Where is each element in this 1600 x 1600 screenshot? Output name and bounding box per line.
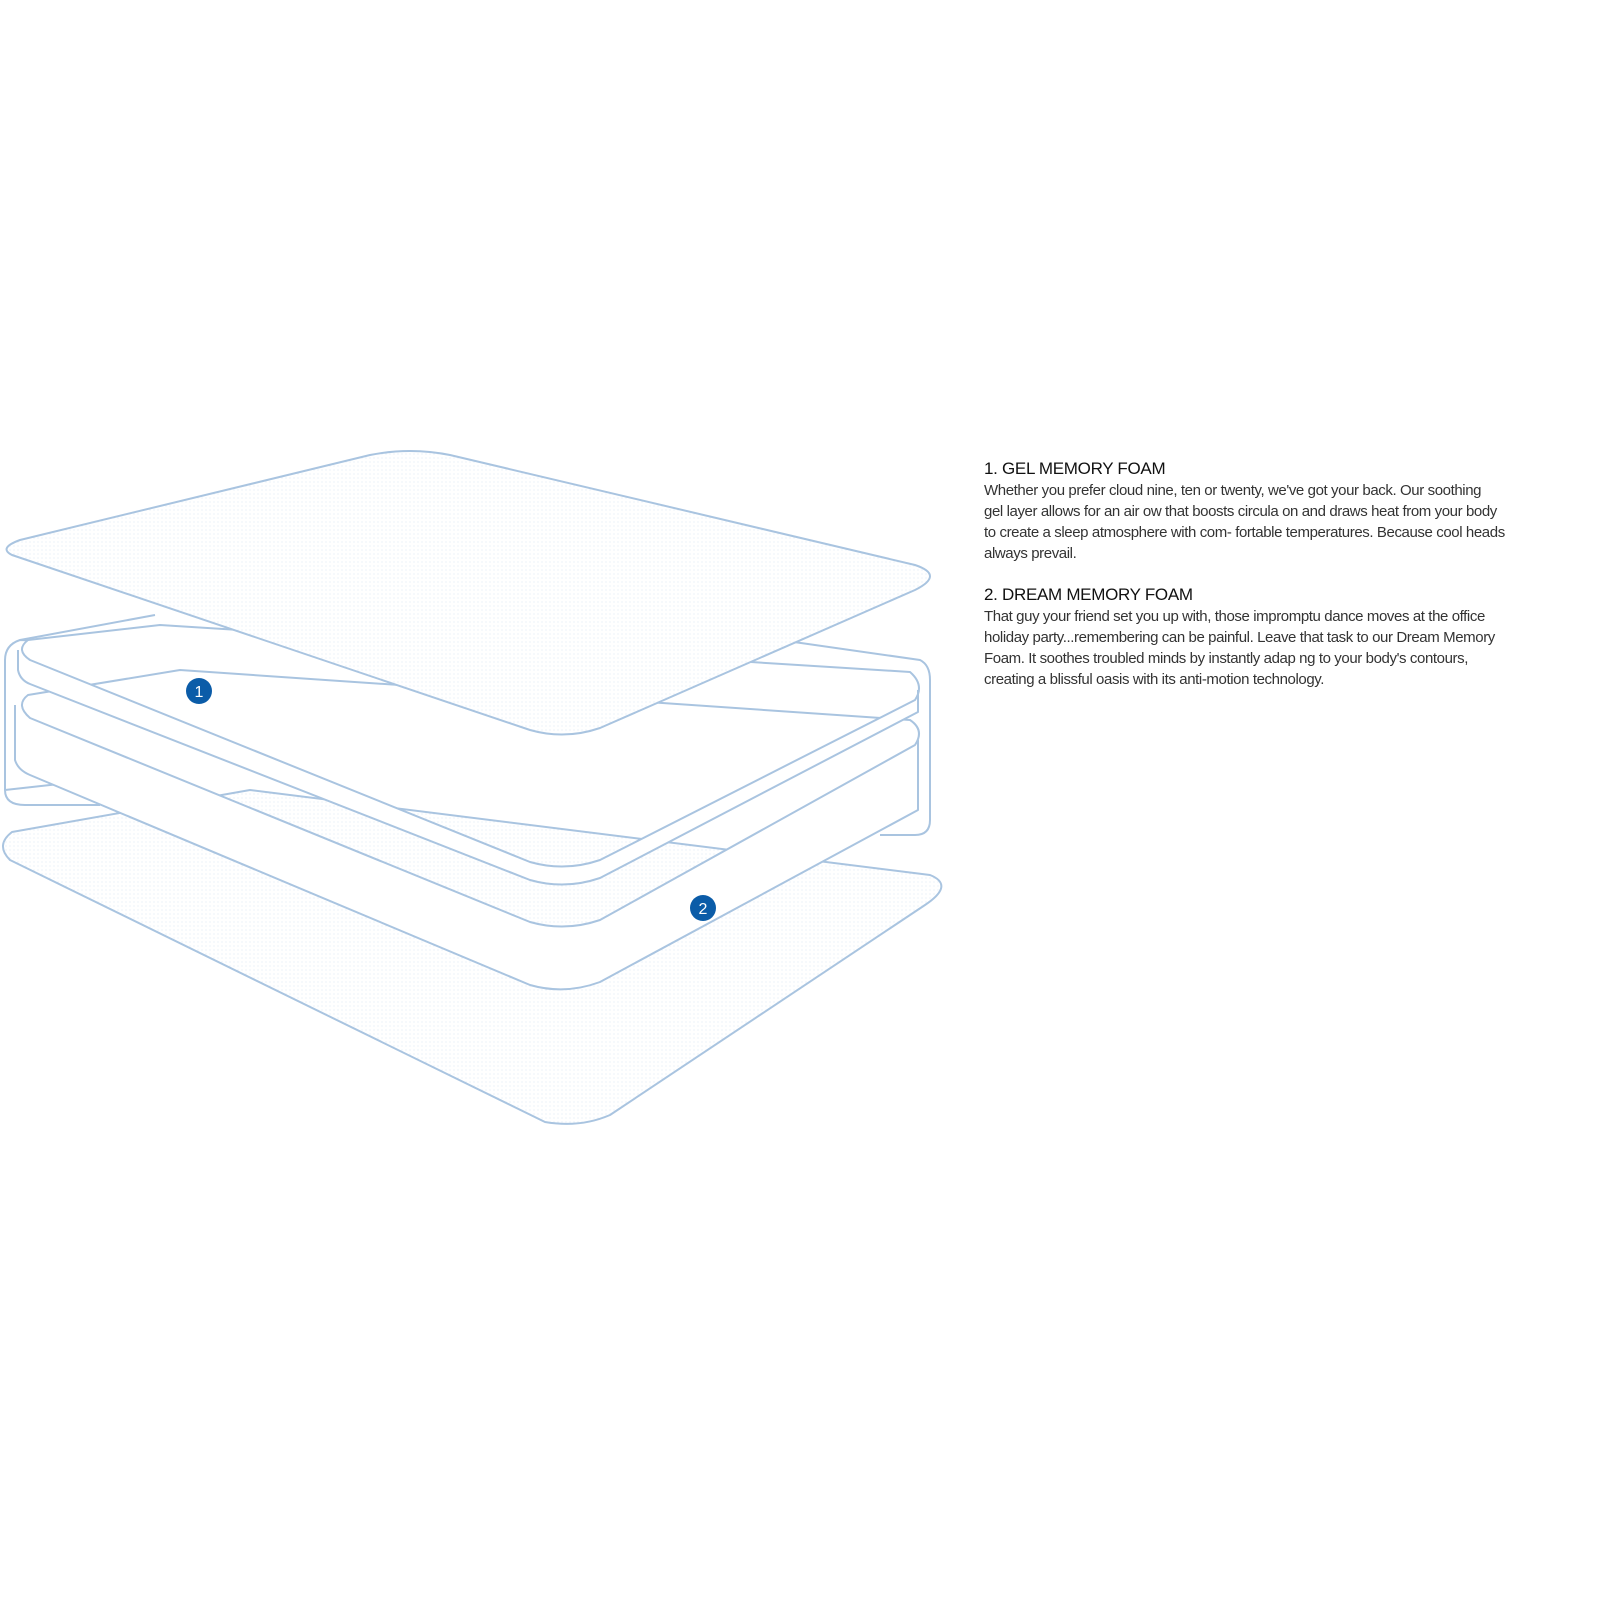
layer-title: 1. GEL MEMORY FOAM — [984, 459, 1166, 478]
body-line: always prevail. — [984, 545, 1077, 562]
layer-body: Whether you prefer cloud nine, ten or tw… — [984, 480, 1600, 564]
body-line: Whether you prefer cloud nine, ten or tw… — [984, 482, 1482, 499]
body-line: creating a blissful oasis with its anti-… — [984, 671, 1325, 688]
layer-description-dream-memory-foam: 2. DREAM MEMORY FOAM That guy your frien… — [984, 584, 1600, 690]
body-line: holiday party...remembering can be painf… — [984, 629, 1495, 646]
body-line: Foam. It soothes troubled minds by insta… — [984, 650, 1469, 667]
layer-description-gel-memory-foam: 1. GEL MEMORY FOAM Whether you prefer cl… — [984, 458, 1600, 564]
svg-text:1: 1 — [195, 684, 204, 701]
layer-descriptions: 1. GEL MEMORY FOAM Whether you prefer cl… — [984, 458, 1600, 710]
svg-text:2: 2 — [699, 901, 708, 918]
layer-title: 2. DREAM MEMORY FOAM — [984, 585, 1193, 604]
gel-memory-foam-layer — [17, 624, 920, 886]
top-cover-layer — [5, 450, 931, 736]
body-line: That guy your friend set you up with, th… — [984, 608, 1485, 625]
body-line: gel layer allows for an air ow that boos… — [984, 503, 1497, 520]
layer-body: That guy your friend set you up with, th… — [984, 606, 1600, 690]
body-line: to create a sleep atmosphere with com- f… — [984, 524, 1505, 541]
numbered-badge-1-icon: 1 — [186, 678, 212, 704]
numbered-badge-2-icon: 2 — [690, 895, 716, 921]
